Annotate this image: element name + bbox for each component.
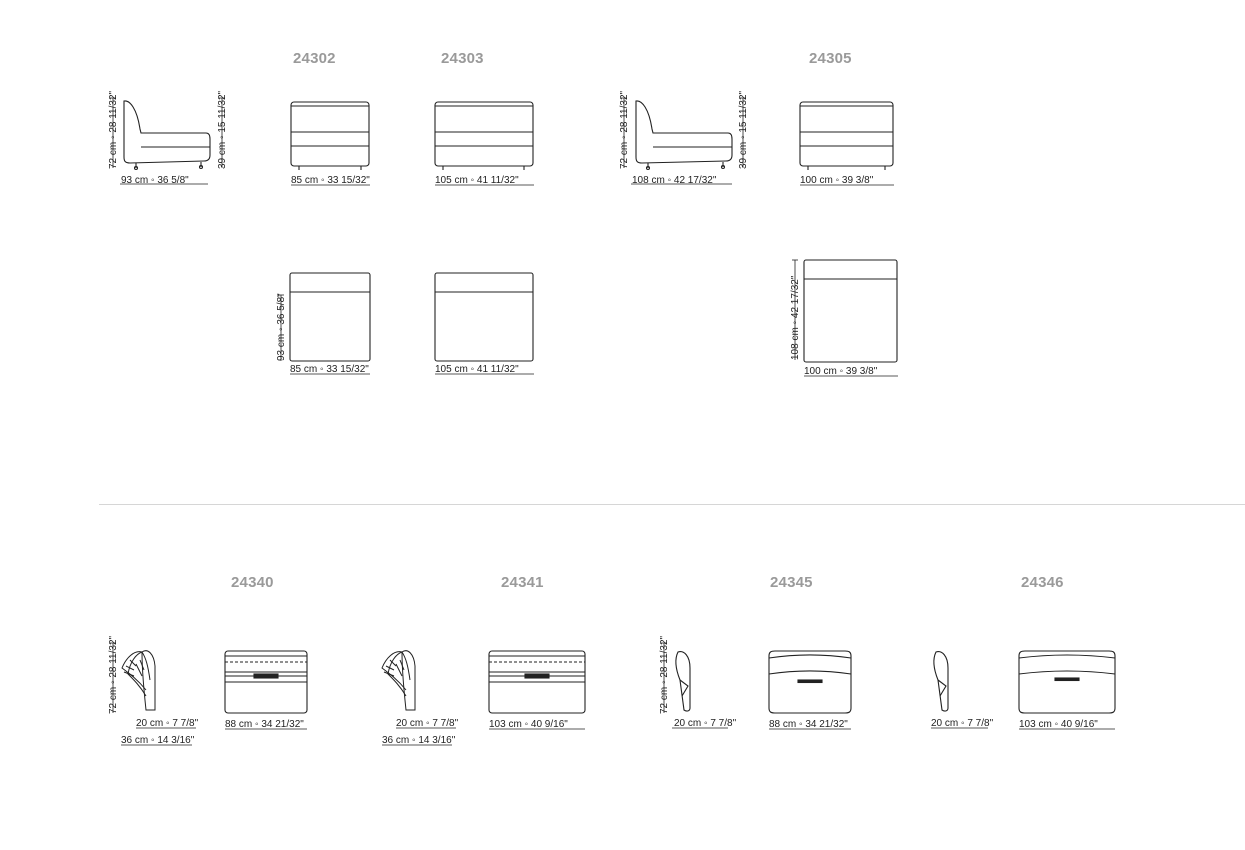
front-view-24303: 105 cm ◦ 41 11/32" <box>434 101 534 186</box>
model-code-24303: 24303 <box>441 50 484 67</box>
open-depth-label: 36 cm ◦ 14 3/16" <box>382 735 456 746</box>
back-side-view-24346: 20 cm ◦ 7 7/8" <box>931 651 994 729</box>
top-view-24305: 108 cm ◦ 42 17/32" 100 cm ◦ 39 3/8" <box>790 259 898 377</box>
width-label: 105 cm ◦ 41 11/32" <box>435 175 519 186</box>
back-front-view-24340: 88 cm ◦ 34 21/32" <box>224 650 308 730</box>
width-label: 108 cm ◦ 42 17/32" <box>632 175 717 186</box>
depth-label: 20 cm ◦ 7 7/8" <box>396 718 459 729</box>
seat-height-label: 39 cm ◦ 15 11/32" <box>217 90 228 169</box>
depth-label: 108 cm ◦ 42 17/32" <box>790 275 801 360</box>
depth-label: 20 cm ◦ 7 7/8" <box>136 718 199 729</box>
model-code-24346: 24346 <box>1021 574 1064 591</box>
seat-height-label: 39 cm ◦ 15 11/32" <box>738 90 749 169</box>
model-code-24302: 24302 <box>293 50 336 67</box>
model-code-24341: 24341 <box>501 574 544 591</box>
side-view-24305: 72 cm ◦ 28 11/32" 39 cm ◦ 15 11/32" 108 … <box>619 90 749 186</box>
width-label: 105 cm ◦ 41 11/32" <box>435 364 519 375</box>
height-label: 72 cm ◦ 28 11/32" <box>108 90 119 169</box>
width-label: 85 cm ◦ 33 15/32" <box>290 364 369 375</box>
back-side-view-24345: 72 cm ◦ 28 11/32" 20 cm ◦ 7 7/8" <box>659 635 737 729</box>
back-front-view-24346: 103 cm ◦ 40 9/16" <box>1018 650 1116 730</box>
top-view-24303: 105 cm ◦ 41 11/32" <box>434 272 534 375</box>
back-front-view-24345: 88 cm ◦ 34 21/32" <box>768 650 852 730</box>
section-divider <box>99 504 1245 505</box>
width-label: 103 cm ◦ 40 9/16" <box>489 719 568 730</box>
width-label: 88 cm ◦ 34 21/32" <box>769 719 848 730</box>
side-view-24302: 72 cm ◦ 28 11/32" 39 cm ◦ 15 11/32" 93 c… <box>108 90 228 186</box>
depth-label: 20 cm ◦ 7 7/8" <box>931 718 994 729</box>
width-label: 103 cm ◦ 40 9/16" <box>1019 719 1098 730</box>
width-label: 100 cm ◦ 39 3/8" <box>804 366 878 377</box>
height-label: 72 cm ◦ 28 11/32" <box>108 635 119 714</box>
back-side-view-24341: 20 cm ◦ 7 7/8" 36 cm ◦ 14 3/16" <box>381 650 459 746</box>
model-code-24305: 24305 <box>809 50 852 67</box>
back-side-view-24340: 72 cm ◦ 28 11/32" 20 cm ◦ 7 7/8" 36 cm ◦… <box>108 635 199 746</box>
height-label: 72 cm ◦ 28 11/32" <box>619 90 630 169</box>
model-code-24340: 24340 <box>231 574 274 591</box>
width-label: 93 cm ◦ 36 5/8" <box>121 175 189 186</box>
front-view-24305: 100 cm ◦ 39 3/8" <box>799 101 894 186</box>
top-view-24302: 93 cm ◦ 36 5/8" 85 cm ◦ 33 15/32" <box>276 272 371 375</box>
depth-label: 20 cm ◦ 7 7/8" <box>674 718 737 729</box>
width-label: 88 cm ◦ 34 21/32" <box>225 719 304 730</box>
depth-label: 93 cm ◦ 36 5/8" <box>276 293 287 361</box>
front-view-24302: 85 cm ◦ 33 15/32" <box>290 101 370 186</box>
width-label: 85 cm ◦ 33 15/32" <box>291 175 370 186</box>
side-view-outline <box>123 100 211 171</box>
height-label: 72 cm ◦ 28 11/32" <box>659 635 670 714</box>
model-code-24345: 24345 <box>770 574 813 591</box>
width-label: 100 cm ◦ 39 3/8" <box>800 175 874 186</box>
back-front-view-24341: 103 cm ◦ 40 9/16" <box>488 650 586 730</box>
open-depth-label: 36 cm ◦ 14 3/16" <box>121 735 195 746</box>
